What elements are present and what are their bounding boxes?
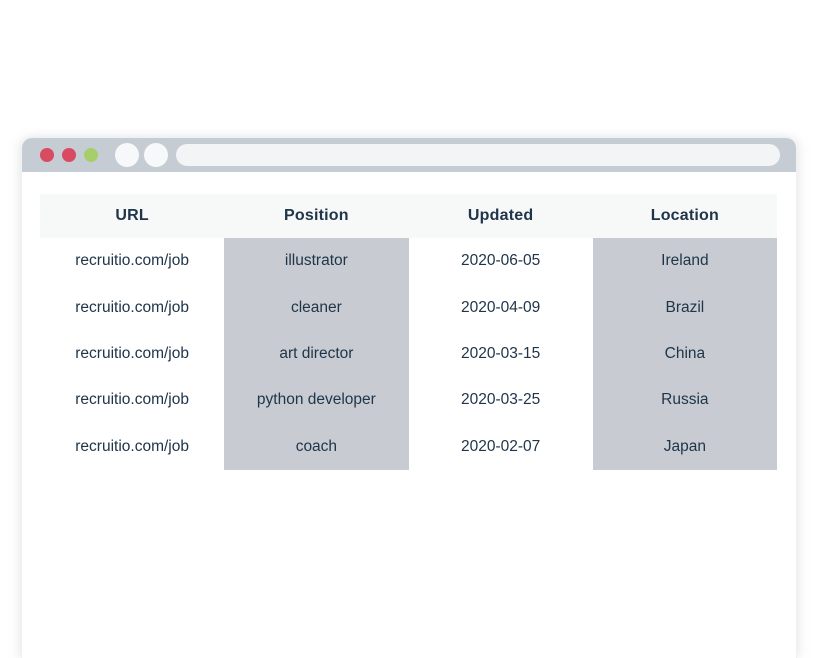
browser-window: URL Position Updated Location recruitio.…	[22, 138, 796, 658]
column-header-url: URL	[115, 207, 149, 224]
table-cell-updated: 2020-02-07	[460, 437, 541, 455]
traffic-light-red-icon[interactable]	[40, 148, 54, 162]
table-cell-location: China	[592, 330, 777, 378]
table-cell-url: recruitio.com/job	[75, 344, 189, 362]
table-cell-updated: 2020-06-05	[460, 252, 541, 270]
toolbar-circle-button[interactable]	[115, 143, 139, 167]
table-cell-url: recruitio.com/job	[75, 391, 189, 409]
table-cell-position: art director	[224, 330, 409, 378]
table-row: recruitio.com/job illustrator 2020-06-05 Ir…	[40, 238, 777, 285]
column-header-updated: Updated	[467, 207, 534, 224]
table-row: recruitio.com/job cleaner 2020-04-09 Brazil	[40, 284, 777, 331]
table-body: recruitio.com/job illustrator 2020-06-05 Ir…	[40, 238, 777, 470]
table-cell-position: illustrator	[224, 238, 409, 285]
table-cell-location: Russia	[592, 377, 777, 424]
table-cell-updated: 2020-04-09	[460, 298, 541, 316]
table-cell-updated: 2020-03-25	[460, 391, 541, 409]
browser-toolbar	[22, 138, 796, 172]
table-cell-position: python developer	[224, 377, 409, 424]
toolbar-circle-button[interactable]	[144, 143, 168, 167]
table-cell-location: Japan	[592, 423, 777, 470]
traffic-light-red-icon[interactable]	[62, 148, 76, 162]
table-cell-url: recruitio.com/job	[75, 437, 189, 455]
column-header-location: Location	[650, 207, 719, 224]
table-header-row: URL Position Updated Location	[40, 194, 777, 238]
traffic-light-green-icon[interactable]	[84, 148, 98, 162]
table-cell-position: coach	[224, 423, 409, 470]
table-cell-position: cleaner	[224, 284, 409, 331]
table-cell-location: Ireland	[592, 238, 777, 285]
jobs-table: URL Position Updated Location recruitio.…	[40, 194, 777, 470]
table-cell-url: recruitio.com/job	[75, 298, 189, 316]
table-row: recruitio.com/job python developer 2020-03…	[40, 377, 777, 424]
table-row: recruitio.com/job art director 2020-03-15 C…	[40, 330, 777, 378]
table-cell-updated: 2020-03-15	[460, 344, 541, 362]
address-bar[interactable]	[176, 144, 780, 166]
table-row: recruitio.com/job coach 2020-02-07 Japan	[40, 423, 777, 470]
table-cell-url: recruitio.com/job	[75, 252, 189, 270]
table-cell-location: Brazil	[592, 284, 777, 331]
column-header-position: Position	[284, 207, 349, 224]
